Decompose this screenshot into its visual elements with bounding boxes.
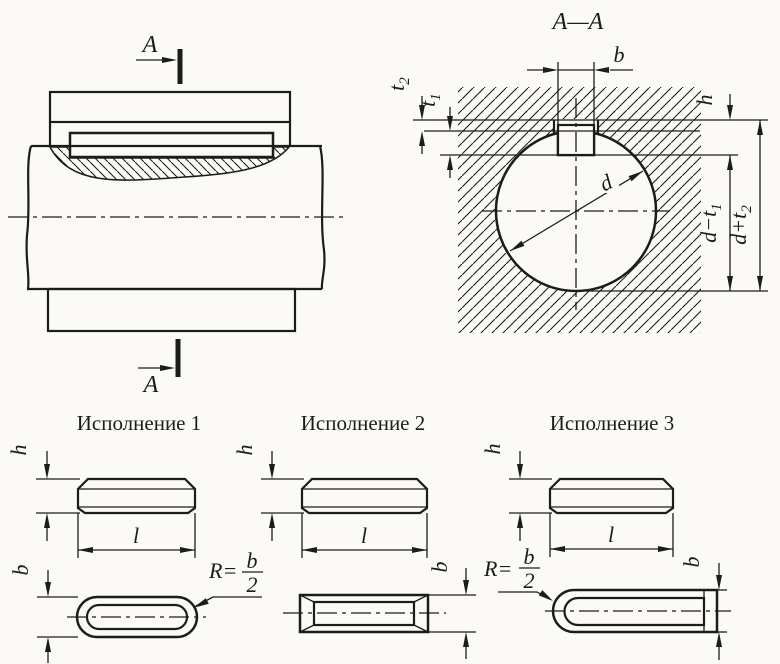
version-3-title: Исполнение 3 [550, 411, 675, 435]
hub-upper-section [48, 90, 292, 124]
dim-d-minus-t1: d−t1 [696, 155, 733, 291]
dim-b-section: b [527, 42, 633, 73]
dim-h-label: h [692, 95, 717, 106]
view-direction-arrow-icon [160, 365, 175, 371]
dim-l-v3: l [549, 513, 674, 557]
dim-b-v1: b [8, 565, 78, 663]
section-mark-bottom: A [138, 339, 181, 398]
version-3: Исполнение 3 h l [480, 411, 731, 660]
dim-l-v2: l [301, 513, 428, 558]
shaft-break-edge-left [25, 145, 33, 290]
key3-side-view [548, 477, 675, 515]
shaft-section [494, 131, 658, 293]
key3-plan-outline [551, 588, 719, 634]
version-2: Исполнение 2 h l [232, 411, 476, 659]
dim-h-v3: h [480, 444, 552, 541]
section-mark-top: A [136, 32, 183, 84]
radius-numerator: b [247, 548, 258, 573]
key2-side-view [300, 477, 429, 515]
dim-d-diameter: d [509, 168, 644, 252]
version-1-title: Исполнение 1 [77, 411, 202, 435]
dim-l-v3-label: l [608, 522, 614, 547]
dim-b-v2-label: b [427, 562, 452, 573]
version-2-title: Исполнение 2 [301, 411, 426, 435]
dim-d-label-backing [593, 169, 619, 193]
key1-plan-outline [75, 595, 199, 639]
key1-side-view [76, 477, 197, 515]
dim-b-v1-label: b [8, 565, 33, 576]
radius-denominator: 2 [247, 572, 258, 597]
radius-denominator: 2 [524, 568, 535, 593]
radius-prefix: R= [208, 558, 237, 583]
assembly-view: A A [8, 32, 346, 398]
dim-d-plus-t2: d+t2 [726, 120, 763, 291]
dim-t2: t2 [384, 77, 425, 154]
dim-t1-label: t1 [415, 93, 444, 107]
key-side [68, 131, 275, 159]
shaft-break-edge-right [318, 145, 326, 290]
radius-callout-v3: R= b 2 [483, 544, 553, 601]
dim-t2-label: t2 [384, 77, 413, 91]
key1-plan-inner [85, 603, 189, 631]
radius-callout-v1: R= b 2 [193, 548, 263, 608]
shaft-breakout-hatch [48, 146, 291, 181]
dim-l-v1-label: l [133, 523, 139, 548]
dim-d-plus-t2-label: d+t2 [726, 205, 755, 245]
dim-l-v1: l [77, 513, 196, 558]
dim-h-v2: h [232, 445, 304, 541]
radius-prefix: R= [483, 556, 512, 581]
dim-b-v3: b [679, 557, 727, 660]
section-label-bottom: A [142, 372, 159, 398]
dim-b-label: b [614, 42, 625, 67]
dim-h-v1: h [6, 445, 80, 541]
version-1: Исполнение 1 h l [6, 411, 263, 663]
section-label-top: A [141, 32, 158, 58]
dim-h-section: h [692, 94, 733, 120]
section-title: A—A [551, 9, 604, 35]
dim-b-v3-label: b [679, 557, 704, 568]
dim-b-v2: b [427, 562, 476, 659]
dim-h-v1-label: h [6, 445, 31, 456]
dim-d-minus-t1-label: d−t1 [696, 203, 725, 242]
section-view: A—A b [384, 9, 768, 333]
dim-h-v3-label: h [480, 444, 505, 455]
radius-numerator: b [524, 544, 535, 569]
dim-h-v2-label: h [232, 445, 257, 456]
hub-lower-section [46, 287, 297, 333]
key3-plan-inner [563, 596, 706, 627]
dim-t1: t1 [415, 93, 453, 178]
dim-l-v2-label: l [361, 523, 367, 548]
view-direction-arrow-icon [162, 57, 177, 63]
